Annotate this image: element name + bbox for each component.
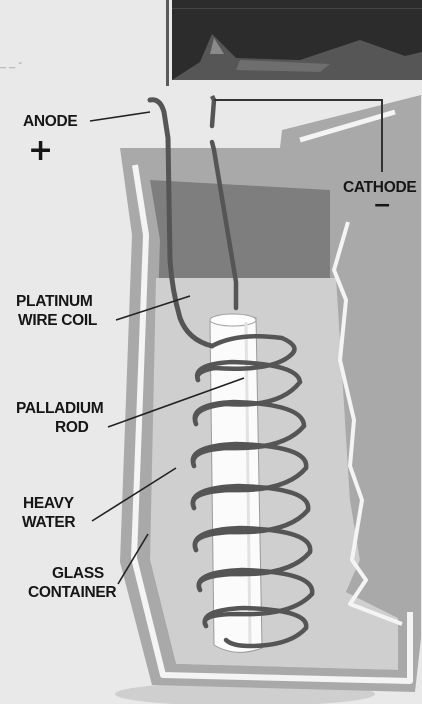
anode-label: ANODE	[23, 113, 77, 130]
palladium-rod-label-line1: PALLADIUM	[16, 400, 103, 417]
glass-container-label-line2: CONTAINER	[28, 584, 116, 601]
cathode-minus-sign: −	[373, 193, 391, 218]
photo-fragment	[166, 0, 422, 86]
heavy-water-label-line1: HEAVY	[23, 495, 75, 512]
cathode-wire-top	[212, 96, 214, 100]
heavy-water-label-line2: WATER	[22, 514, 75, 531]
cropped-text-fragment: _ _ -	[0, 57, 22, 69]
glass-container-label-line1: GLASS	[52, 565, 104, 582]
platinum-wire-coil-label-line1: PLATINUM	[16, 293, 93, 310]
anode-plus-sign: +	[28, 133, 53, 168]
anode-leader	[90, 112, 150, 121]
platinum-wire-coil-label-line2: WIRE COIL	[18, 312, 97, 329]
palladium-rod-label-line2: ROD	[55, 419, 89, 436]
